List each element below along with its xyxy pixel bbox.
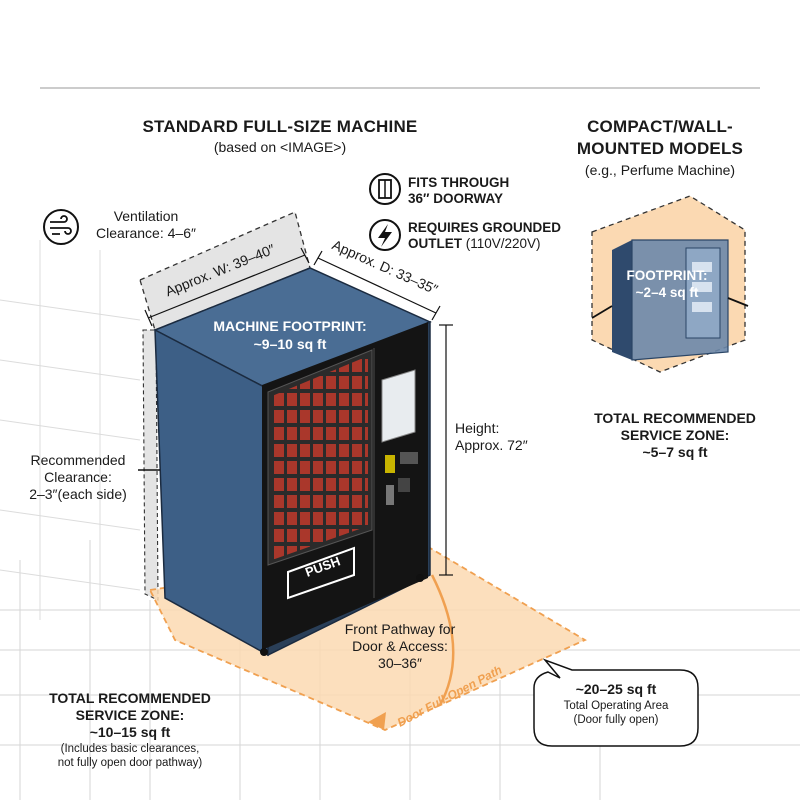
card-reader (385, 455, 395, 473)
depth-dimension-line (317, 257, 437, 314)
compact-service-zone-label-2: SERVICE ZONE: (620, 427, 730, 443)
operating-area-label-1: ~20–25 sq ft (575, 681, 657, 697)
compact-service-zone-label-1: TOTAL RECOMMENDED (594, 410, 756, 426)
machine-footprint-label-1: MACHINE FOOTPRINT: (213, 318, 367, 334)
touchscreen (381, 369, 416, 443)
door-swing-arc (430, 574, 455, 706)
operating-area-label-2: Total Operating Area (563, 700, 669, 712)
standard-title: STANDARD FULL-SIZE MACHINE (142, 117, 418, 136)
push-door-box (287, 546, 355, 600)
compact-title-1: COMPACT/WALL- (587, 117, 733, 136)
door-icon (369, 173, 401, 205)
service-zone-note-2: not fully open door pathway) (57, 757, 203, 769)
pathway-label-2: Door & Access: (352, 638, 448, 654)
side-clearance-label-2: Clearance: (44, 469, 112, 485)
compact-service-zone-label-3: ~5–7 sq ft (642, 444, 708, 460)
pathway-label-1: Front Pathway for (344, 621, 456, 637)
outlet-label-2: OUTLET (110V/220V) (408, 236, 541, 252)
side-clearance-label-3: 2–3″(each side) (29, 486, 127, 502)
wall-grid (0, 240, 141, 620)
standard-subtitle: (based on <IMAGE>) (213, 139, 347, 155)
outlet-label-1: REQUIRES GROUNDED (408, 220, 562, 235)
compact-title-2: MOUNTED MODELS (576, 139, 744, 158)
keypad (400, 452, 418, 464)
side-clearance-label-1: Recommended (30, 452, 126, 468)
snack-rows (272, 356, 368, 560)
compact-footprint-label-2: ~2–4 sq ft (635, 285, 699, 300)
compact-right-arrow (727, 297, 749, 307)
ventilation-label-1: Ventilation (113, 208, 179, 224)
door-swing-arrow (368, 712, 386, 730)
doorway-label-2: 36″ DOORWAY (408, 191, 504, 206)
doorway-label-1: FITS THROUGH (408, 175, 510, 190)
ventilation-label-2: Clearance: 4–6″ (96, 225, 196, 241)
service-zone-label-3: ~10–15 sq ft (89, 724, 171, 740)
side-clearance-zone (142, 329, 159, 601)
height-label-1: Height: (455, 420, 500, 436)
service-zone-note-1: (Includes basic clearances, (60, 743, 200, 755)
coin-slot (386, 485, 394, 505)
compact-machine-side (612, 240, 632, 360)
service-zone-label-1: TOTAL RECOMMENDED (49, 690, 211, 706)
machine-footprint-label-2: ~9–10 sq ft (253, 336, 327, 352)
outlet-label-bold: OUTLET (408, 236, 462, 251)
compact-footprint-label-1: FOOTPRINT: (626, 268, 708, 283)
operating-area-label-3: (Door fully open) (573, 714, 659, 726)
outlet-label-voltage: (110V/220V) (462, 236, 541, 251)
width-dimension-line (147, 254, 306, 319)
wind-icon (43, 209, 79, 245)
compact-left-arrow (591, 305, 613, 319)
bill-acceptor (398, 478, 410, 492)
service-zone-label-2: SERVICE ZONE: (75, 707, 185, 723)
lightning-icon (369, 219, 401, 251)
height-label-2: Approx. 72″ (455, 437, 528, 453)
operating-area-bubble (533, 658, 699, 747)
pathway-label-3: 30–36″ (378, 655, 422, 671)
compact-subtitle: (e.g., Perfume Machine) (584, 162, 736, 178)
